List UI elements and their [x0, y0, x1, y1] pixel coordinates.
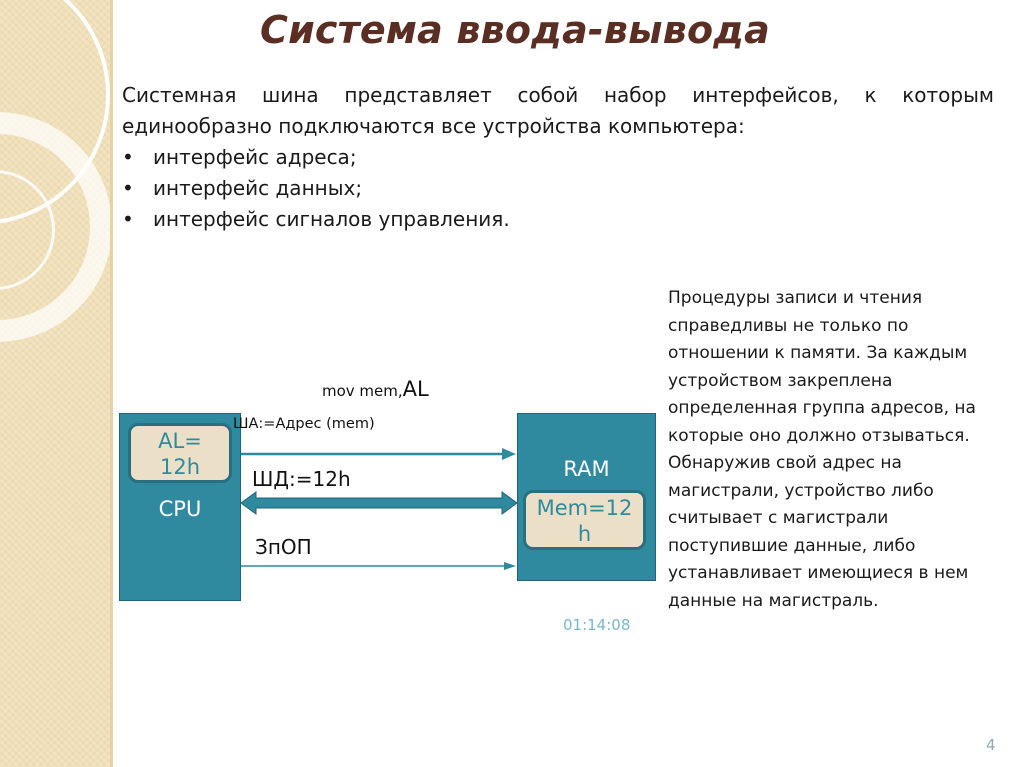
decorative-sidebar — [0, 0, 110, 767]
control-bus-label: ЗпОП — [255, 535, 312, 559]
instruction-label: mov mem,AL — [322, 377, 429, 401]
mem-register-line2: h — [577, 522, 592, 546]
side-note: Процедуры записи и чтения справедливы не… — [668, 288, 976, 611]
al-register: AL= 12h — [128, 423, 232, 483]
instruction-operand: AL — [402, 377, 429, 401]
page-number: 4 — [986, 736, 996, 754]
ram-label: RAM — [563, 457, 610, 481]
address-bus-label: ША:=Адрес (mem) — [233, 416, 375, 432]
al-register-line1: AL= — [158, 429, 202, 453]
instruction-prefix: mov mem, — [322, 382, 403, 400]
bullet-icon: • — [122, 176, 134, 200]
bullet-text: интерфейс адреса; — [153, 145, 357, 169]
slide-title: Система ввода-вывода — [260, 8, 770, 52]
bullet-icon: • — [122, 145, 134, 169]
bullet-list: • интерфейс адреса; • интерфейс данных; • и… — [122, 142, 510, 235]
data-bus-arrow — [240, 491, 518, 515]
sidebar-edge — [110, 0, 113, 767]
list-item: • интерфейс сигналов управления. — [122, 204, 510, 235]
timestamp: 01:14:08 — [563, 616, 631, 634]
intro-paragraph: Системная шина представляет собой набор … — [122, 83, 994, 138]
bullet-icon: • — [122, 207, 134, 231]
list-item: • интерфейс данных; — [122, 173, 510, 204]
bullet-text: интерфейс сигналов управления. — [153, 207, 510, 231]
data-bus-label: ШД:=12h — [252, 467, 351, 491]
list-item: • интерфейс адреса; — [122, 142, 510, 173]
cpu-label: CPU — [158, 497, 202, 521]
address-bus-arrow — [241, 448, 516, 460]
mem-register-line1: Mem=12 — [536, 496, 633, 520]
control-bus-arrow — [241, 562, 516, 570]
bullet-text: интерфейс данных; — [153, 176, 363, 200]
mem-register: Mem=12 h — [523, 490, 646, 550]
al-register-line2: 12h — [159, 455, 201, 479]
